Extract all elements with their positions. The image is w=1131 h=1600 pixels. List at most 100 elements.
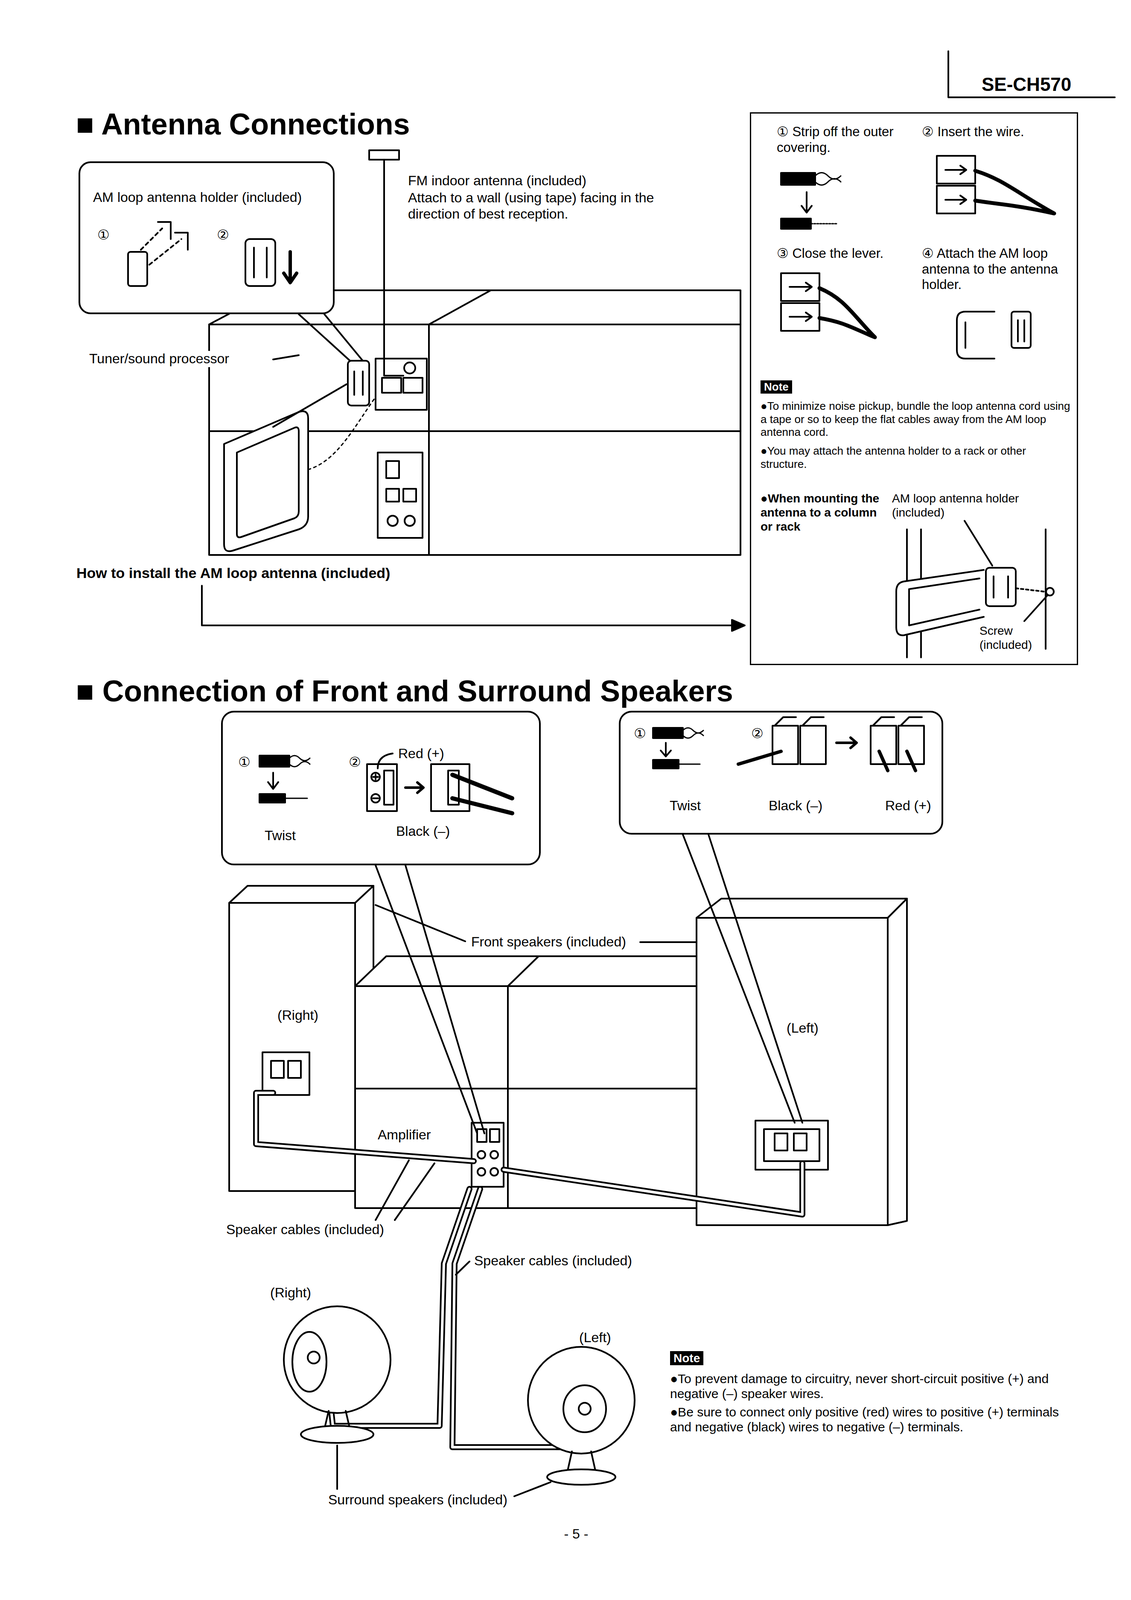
polarity-label: Red (+) (398, 745, 445, 762)
surround-speaker-part (578, 1402, 591, 1415)
speaker-terminal-icon-part (872, 717, 922, 726)
surround-speaker-part (567, 1451, 596, 1471)
speaker-terminal-icon (367, 717, 925, 814)
mounting-illustration-part (993, 576, 1009, 598)
section-heading: ■ Antenna Connections (75, 106, 410, 143)
part-label: Amplifier (377, 1126, 431, 1143)
instruction-text: Attach to a wall (using tape) facing in … (408, 189, 707, 223)
part-label: Speaker cables (included) (472, 1252, 634, 1269)
tuner-unit-part (209, 290, 741, 555)
holder-icon-part (245, 239, 276, 286)
holder-box-ground-part (78, 161, 335, 315)
tuner-unit-part (386, 488, 400, 502)
note-text: ●When mounting the antenna to a column o… (760, 491, 889, 534)
strip-wire-icon-part (781, 218, 811, 229)
amplifier-unit-part (477, 1128, 487, 1142)
close-lever-icon-part (789, 282, 812, 321)
speaker-terminal-icon-part (738, 751, 782, 764)
pointer-arrow (201, 585, 745, 631)
step-label: Twist (669, 797, 701, 814)
part-label: Speaker cables (included) (224, 1221, 386, 1238)
part-label: AM loop antenna holder (included) (93, 189, 302, 206)
speaker-terminal-icon-part (836, 737, 857, 748)
fm-antenna-part (369, 150, 400, 160)
mounting-illustration (896, 520, 1054, 658)
speaker-terminal-icon-part (377, 753, 393, 769)
part-label: AM loop antenna holder (included) (891, 491, 1055, 520)
polarity-label: Black (–) (396, 823, 450, 840)
front-speaker-right-part (288, 1060, 301, 1078)
speaker-terminal-icon-part (774, 717, 824, 726)
part-label: Front speakers (included) (469, 933, 628, 951)
close-lever-icon (781, 273, 875, 338)
insert-wire-icon-part (945, 165, 967, 205)
tuner-unit-part (404, 515, 415, 526)
holder-icon-part (140, 228, 182, 265)
step-label: Twist (264, 827, 296, 844)
attach-loop-icon-part (964, 322, 967, 348)
callout-number: ① (633, 725, 647, 742)
am-loop-antenna-part (273, 384, 347, 427)
header-rule (948, 51, 1115, 98)
callout-number: ② (751, 725, 764, 742)
front-speaker-left-part (793, 1133, 807, 1151)
leader-line (273, 355, 299, 360)
part-label: Screw (included) (979, 623, 1065, 652)
note-badge: Note (760, 380, 793, 394)
callout-number: ① (97, 227, 110, 244)
leader-line-part (298, 314, 363, 361)
polarity-label: Red (+) (885, 797, 932, 814)
holder-icon (128, 221, 297, 286)
front-speaker-right-part (271, 1060, 284, 1078)
leader-line (375, 834, 803, 1134)
attach-loop-icon-part (956, 311, 995, 359)
step-text: ① Strip off the outer covering. (776, 124, 918, 156)
tuner-unit-part (404, 362, 416, 374)
wire-twist-icon-part (259, 755, 290, 767)
amplifier-unit-part (477, 1167, 486, 1176)
attach-loop-icon (956, 311, 1031, 359)
amplifier-unit-part (355, 956, 697, 986)
step-text: ③ Close the lever. (776, 245, 918, 262)
speaker-wiring-callout: ①②TwistBlack (–)Red (+) (618, 710, 944, 835)
wire-twist-icon-part (285, 797, 308, 799)
holder-box-ground (78, 161, 335, 315)
speaker-terminal-icon-part (405, 782, 424, 793)
attach-loop-icon-part (1011, 311, 1031, 348)
attach-loop-icon-part (1017, 320, 1025, 342)
holder-callout-box: AM loop antenna holder (included)①② (78, 161, 335, 315)
step-text: ② Insert the wire. (921, 124, 1072, 140)
pointer-arrow-part (731, 619, 745, 631)
tuner-unit-part (377, 452, 423, 538)
holder-icon-part (253, 247, 267, 278)
fm-antenna (369, 150, 404, 376)
am-holder-part (354, 371, 363, 395)
leader-line (298, 314, 363, 361)
strip-wire-icon (781, 172, 841, 230)
instruction-panel: ① Strip off the outer covering.② Insert … (749, 112, 1079, 665)
mounting-illustration-part (964, 520, 1047, 621)
speaker-terminal-icon-part (384, 770, 394, 805)
amplifier-unit-part (490, 1150, 499, 1159)
speaker-terminal-icon-part (452, 774, 513, 814)
wire-twist-icon-part (652, 727, 683, 738)
note-text: ●To minimize noise pickup, bundle the lo… (760, 399, 1073, 439)
surround-speaker-part (547, 1469, 616, 1485)
mounting-illustration-part (1046, 587, 1054, 596)
tuner-unit (209, 290, 741, 555)
speaker-wiring-callout: ①②Red (+)TwistBlack (–) (221, 710, 541, 866)
surround-speaker-part (292, 1331, 327, 1392)
am-holder (347, 360, 370, 406)
tuner-unit-part (386, 460, 400, 479)
surround-speaker (283, 1305, 635, 1485)
insert-wire-icon-part (975, 170, 1055, 214)
wire-twist-icon-part (660, 742, 671, 757)
note-text: ●Be sure to connect only positive (red) … (670, 1404, 1072, 1435)
part-label: Surround speakers (included) (328, 1491, 508, 1508)
leader-line-part (273, 355, 299, 360)
speaker-terminal-icon-part (879, 751, 916, 771)
surround-speaker-part (563, 1384, 607, 1432)
section-heading: ■ Connection of Front and Surround Speak… (75, 673, 734, 709)
